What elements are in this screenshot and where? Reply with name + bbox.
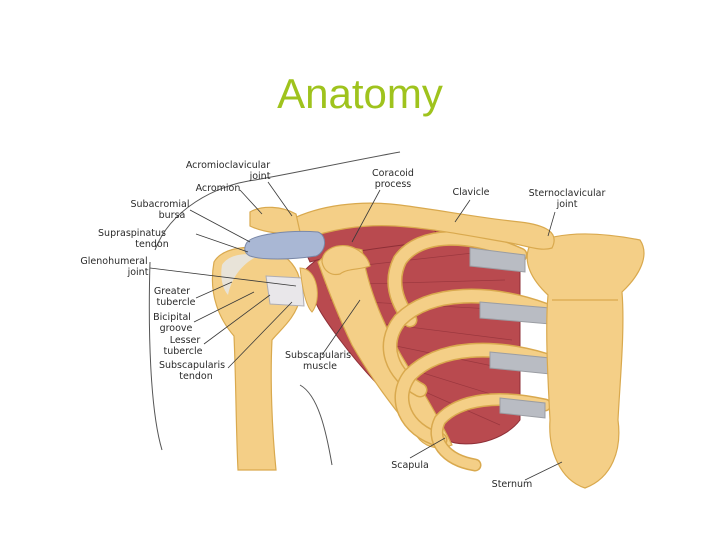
svg-text:Sternoclavicular: Sternoclavicular bbox=[529, 188, 606, 199]
costal-cartilages bbox=[469, 247, 551, 419]
svg-text:joint: joint bbox=[556, 199, 578, 210]
subacromial-bursa bbox=[244, 231, 325, 260]
svg-text:bursa: bursa bbox=[159, 210, 186, 221]
label-acromioclavicular-joint: Acromioclavicular joint bbox=[186, 160, 271, 182]
svg-text:Coracoid: Coracoid bbox=[372, 168, 414, 179]
ribs bbox=[382, 230, 553, 472]
label-clavicle: Clavicle bbox=[452, 187, 489, 198]
svg-text:process: process bbox=[375, 179, 412, 190]
svg-text:Subscapularis: Subscapularis bbox=[285, 350, 351, 361]
svg-text:joint: joint bbox=[249, 171, 271, 182]
svg-text:Supraspinatus: Supraspinatus bbox=[98, 228, 166, 239]
skin-outline bbox=[154, 151, 401, 251]
svg-text:tendon: tendon bbox=[179, 371, 212, 382]
label-subscapularis-tendon: Subscapularis tendon bbox=[159, 360, 225, 382]
arm-outline bbox=[148, 261, 163, 451]
svg-text:tubercle: tubercle bbox=[163, 346, 202, 357]
svg-text:Sternum: Sternum bbox=[492, 479, 533, 490]
svg-text:groove: groove bbox=[160, 323, 193, 334]
clavicle bbox=[289, 202, 555, 250]
svg-text:joint: joint bbox=[127, 267, 149, 278]
sternum bbox=[526, 233, 645, 489]
label-subacromial-bursa: Subacromial bursa bbox=[131, 199, 190, 221]
label-supraspinatus-tendon: Supraspinatus tendon bbox=[98, 228, 169, 250]
label-lesser-tubercle: Lesser tubercle bbox=[163, 335, 202, 357]
leader-lines bbox=[149, 181, 563, 481]
svg-text:Lesser: Lesser bbox=[170, 335, 201, 346]
acromion bbox=[249, 206, 301, 235]
svg-text:Subacromial: Subacromial bbox=[131, 199, 190, 210]
svg-text:Glenohumeral: Glenohumeral bbox=[80, 256, 147, 267]
svg-text:Greater: Greater bbox=[154, 286, 190, 297]
svg-text:Bicipital: Bicipital bbox=[153, 312, 191, 323]
label-sternum: Sternum bbox=[492, 479, 533, 490]
svg-text:tubercle: tubercle bbox=[156, 297, 195, 308]
axilla-outline bbox=[299, 384, 333, 466]
humerus-shading bbox=[221, 254, 258, 295]
svg-text:muscle: muscle bbox=[303, 361, 337, 372]
label-greater-tubercle: Greater tubercle bbox=[154, 286, 196, 308]
label-glenohumeral-joint: Glenohumeral joint bbox=[80, 256, 148, 278]
label-scapula: Scapula bbox=[391, 460, 429, 471]
label-coracoid-process: Coracoid process bbox=[372, 168, 414, 190]
svg-text:Acromioclavicular: Acromioclavicular bbox=[186, 160, 270, 171]
label-acromion: Acromion bbox=[196, 183, 241, 194]
svg-text:Acromion: Acromion bbox=[196, 183, 241, 194]
coracoid-process bbox=[321, 245, 371, 276]
svg-text:Clavicle: Clavicle bbox=[452, 187, 489, 198]
slide-title: Anatomy bbox=[277, 70, 443, 117]
subscapularis-tendon-shape bbox=[265, 275, 305, 307]
glenoid bbox=[299, 267, 318, 313]
label-bicipital-groove: Bicipital groove bbox=[153, 312, 192, 334]
svg-text:tendon: tendon bbox=[135, 239, 168, 250]
label-subscapularis-muscle: Subscapularis muscle bbox=[285, 350, 351, 372]
label-sternoclavicular-joint: Sternoclavicular joint bbox=[529, 188, 606, 210]
svg-text:Subscapularis: Subscapularis bbox=[159, 360, 225, 371]
svg-text:Scapula: Scapula bbox=[391, 460, 429, 471]
